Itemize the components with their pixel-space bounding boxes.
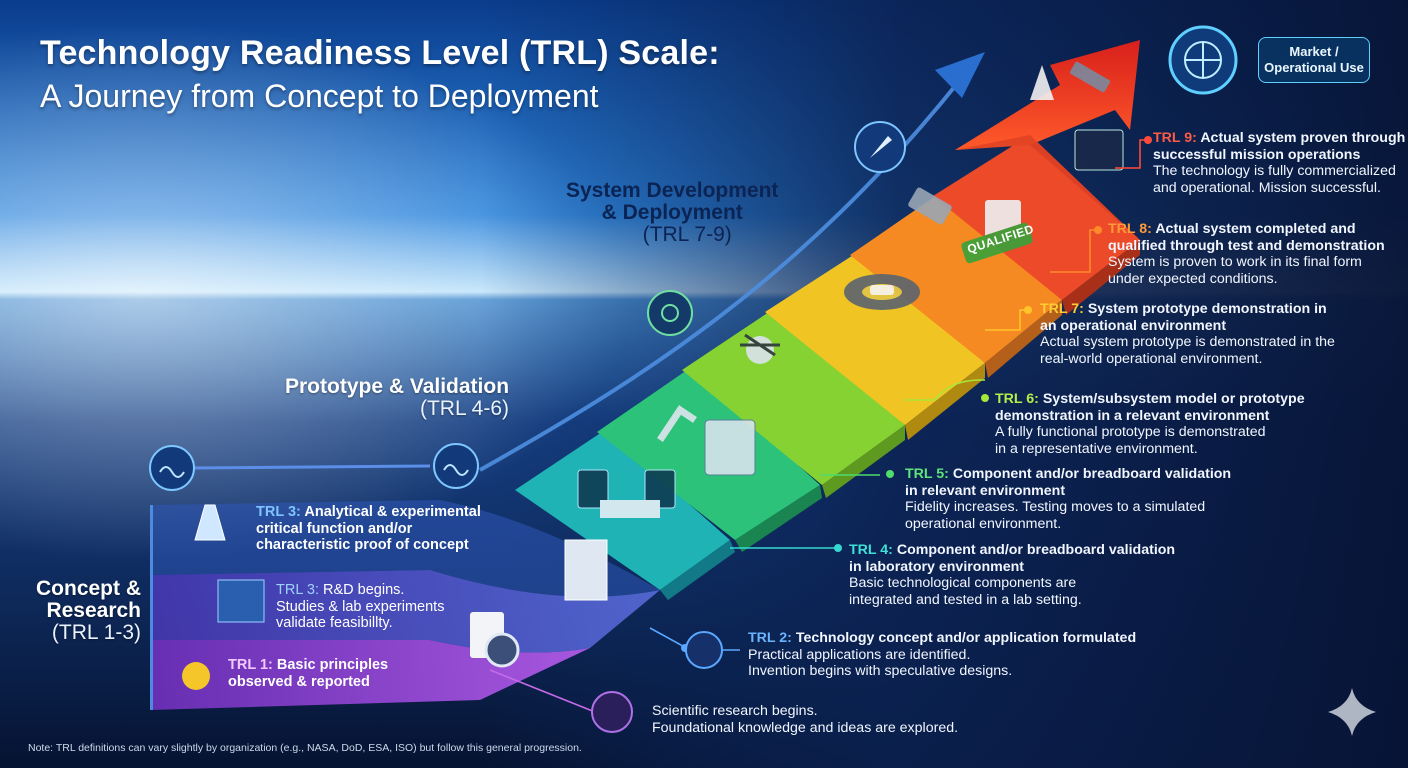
trl6-description: TRL 6: System/subsystem model or prototy… [995,391,1305,457]
left-item-trl3-rd: TRL 3: R&D begins. Studies & lab experim… [276,582,445,631]
phase-concept-research: Concept & Research (TRL 1-3) [36,577,141,645]
path-markers [149,25,1238,733]
trl2-description: TRL 2: Technology concept and/or applica… [748,630,1137,679]
trl7-description: TRL 7: System prototype demonstration in… [1040,301,1335,367]
phase-system-development: System Development & Deployment (TRL 7-9… [566,179,779,247]
sparkle-icon [1328,688,1376,736]
trl4-description: TRL 4: Component and/or breadboard valid… [849,542,1176,608]
left-item-trl1: TRL 1: Basic principles observed & repor… [228,657,389,690]
footnote: Note: TRL definitions can vary slightly … [28,742,582,754]
page-subtitle: A Journey from Concept to Deployment [40,78,599,114]
trl5-description: TRL 5: Component and/or breadboard valid… [905,466,1232,532]
tile-icons [577,61,1124,518]
left-item-trl3-proof: TRL 3: Analytical & experimental critica… [256,504,481,553]
page-title: Technology Readiness Level (TRL) Scale: [40,34,720,72]
left-icons [182,504,608,690]
market-operational-use-label: Market / Operational Use [1258,37,1370,83]
phase-prototype-validation: Prototype & Validation (TRL 4-6) [285,375,510,421]
trl9-description: TRL 9: Actual system proven through succ… [1153,130,1406,196]
trl1-callout: Scientific research begins. Foundational… [652,703,959,736]
trl8-description: TRL 8: Actual system completed and quali… [1108,221,1385,287]
